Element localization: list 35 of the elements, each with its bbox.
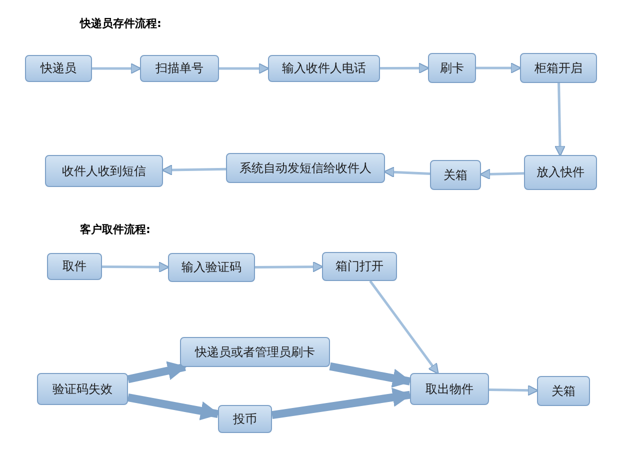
arrow (271, 388, 412, 419)
arrow (162, 164, 226, 176)
process-box: 系统自动发短信给收件人 (226, 153, 385, 183)
process-box: 放入快件 (524, 155, 597, 190)
process-box: 输入验证码 (168, 253, 255, 282)
arrow (476, 62, 522, 74)
process-box: 关箱 (537, 376, 590, 406)
arrow (380, 62, 430, 74)
process-box: 关箱 (430, 160, 481, 190)
process-box: 投币 (218, 405, 272, 433)
arrow (384, 166, 430, 178)
process-box: 快递员 (25, 55, 92, 82)
process-box: 取出物件 (410, 373, 489, 405)
arrow (369, 280, 439, 374)
process-box: 快递员或者管理员刷卡 (180, 337, 330, 367)
arrow (127, 361, 187, 384)
process-box: 收件人收到短信 (45, 155, 163, 187)
arrow (554, 82, 566, 156)
arrow (102, 262, 170, 273)
process-box: 柜箱开启 (520, 53, 597, 83)
process-box: 输入收件人电话 (268, 55, 380, 82)
process-box: 箱门打开 (322, 252, 397, 281)
process-box: 刷卡 (428, 53, 476, 83)
arrow (329, 362, 412, 388)
process-box: 扫描单号 (140, 55, 219, 82)
arrow (480, 168, 524, 180)
arrow (219, 63, 270, 74)
arrow (92, 63, 142, 74)
arrow (255, 261, 324, 272)
process-box: 取件 (47, 253, 102, 280)
arrow (488, 384, 538, 396)
arrow (127, 393, 220, 420)
section-heading: 快递员存件流程: (80, 16, 162, 31)
process-box: 验证码失效 (37, 373, 128, 405)
section-heading: 客户取件流程: (80, 222, 150, 237)
